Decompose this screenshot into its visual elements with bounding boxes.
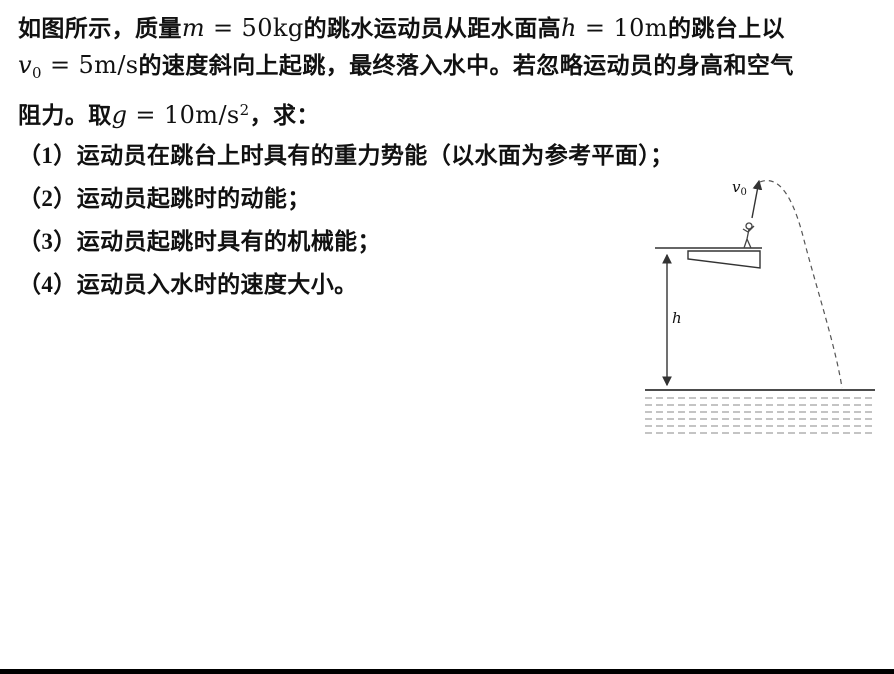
water-texture <box>645 397 875 434</box>
bottom-edge-bar <box>0 669 894 674</box>
text-segment: ，求： <box>249 103 320 128</box>
math-variable: g <box>111 101 128 129</box>
platform-wedge <box>687 250 761 269</box>
h-label: h <box>672 309 682 327</box>
text-segment: （3）运动员起跳时具有的机械能； <box>18 229 381 254</box>
trajectory-path <box>759 180 843 389</box>
problem-line: v0 = 5m/s的速度斜向上起跳，最终落入水中。若忽略运动员的身高和空气 <box>18 47 882 92</box>
question-line-4: （4）运动员入水时的速度大小。 <box>18 263 882 306</box>
question-line-3: （3）运动员起跳时具有的机械能； <box>18 220 882 263</box>
problem-line: 阻力。取g = 10m/s2，求： <box>18 92 882 134</box>
math-value: = 50kg <box>204 14 304 42</box>
text-segment: 如图所示，质量 <box>18 16 182 41</box>
text-segment: 阻力。取 <box>18 103 112 128</box>
question-line-1: （1）运动员在跳台上时具有的重力势能（以水面为参考平面）； <box>18 134 882 177</box>
text-segment: 的跳水运动员从距水面高 <box>303 16 562 41</box>
math-variable: v <box>18 51 32 79</box>
math-subscript: 0 <box>31 64 42 82</box>
text-segment: 的速度斜向上起跳，最终落入水中。若忽略运动员的身高和空气 <box>138 53 794 78</box>
v0-label: v0 <box>732 178 747 198</box>
problem-statement: 如图所示，质量m = 50kg的跳水运动员从距水面高h = 10m的跳台上以 v… <box>18 10 882 306</box>
diver-icon <box>742 222 755 249</box>
velocity-arrow <box>751 179 763 219</box>
math-value: = 10m/s <box>127 101 240 129</box>
text-segment: 的跳台上以 <box>667 16 785 41</box>
diving-diagram-svg: v0 h <box>645 178 875 434</box>
problem-line: 如图所示，质量m = 50kg的跳水运动员从距水面高h = 10m的跳台上以 <box>18 10 882 47</box>
math-value: = 5m/s <box>41 51 139 79</box>
diving-diagram: v0 h <box>638 168 888 458</box>
text-segment: （1）运动员在跳台上时具有的重力势能（以水面为参考平面）； <box>18 143 674 168</box>
text-segment: （4）运动员入水时的速度大小。 <box>18 272 358 297</box>
math-superscript: 2 <box>239 101 250 119</box>
question-line-2: （2）运动员起跳时的动能； <box>18 177 882 220</box>
text-segment: （2）运动员起跳时的动能； <box>18 186 311 211</box>
math-variable: m <box>181 14 205 42</box>
math-value: = 10m <box>576 14 668 42</box>
math-variable: h <box>561 14 577 42</box>
